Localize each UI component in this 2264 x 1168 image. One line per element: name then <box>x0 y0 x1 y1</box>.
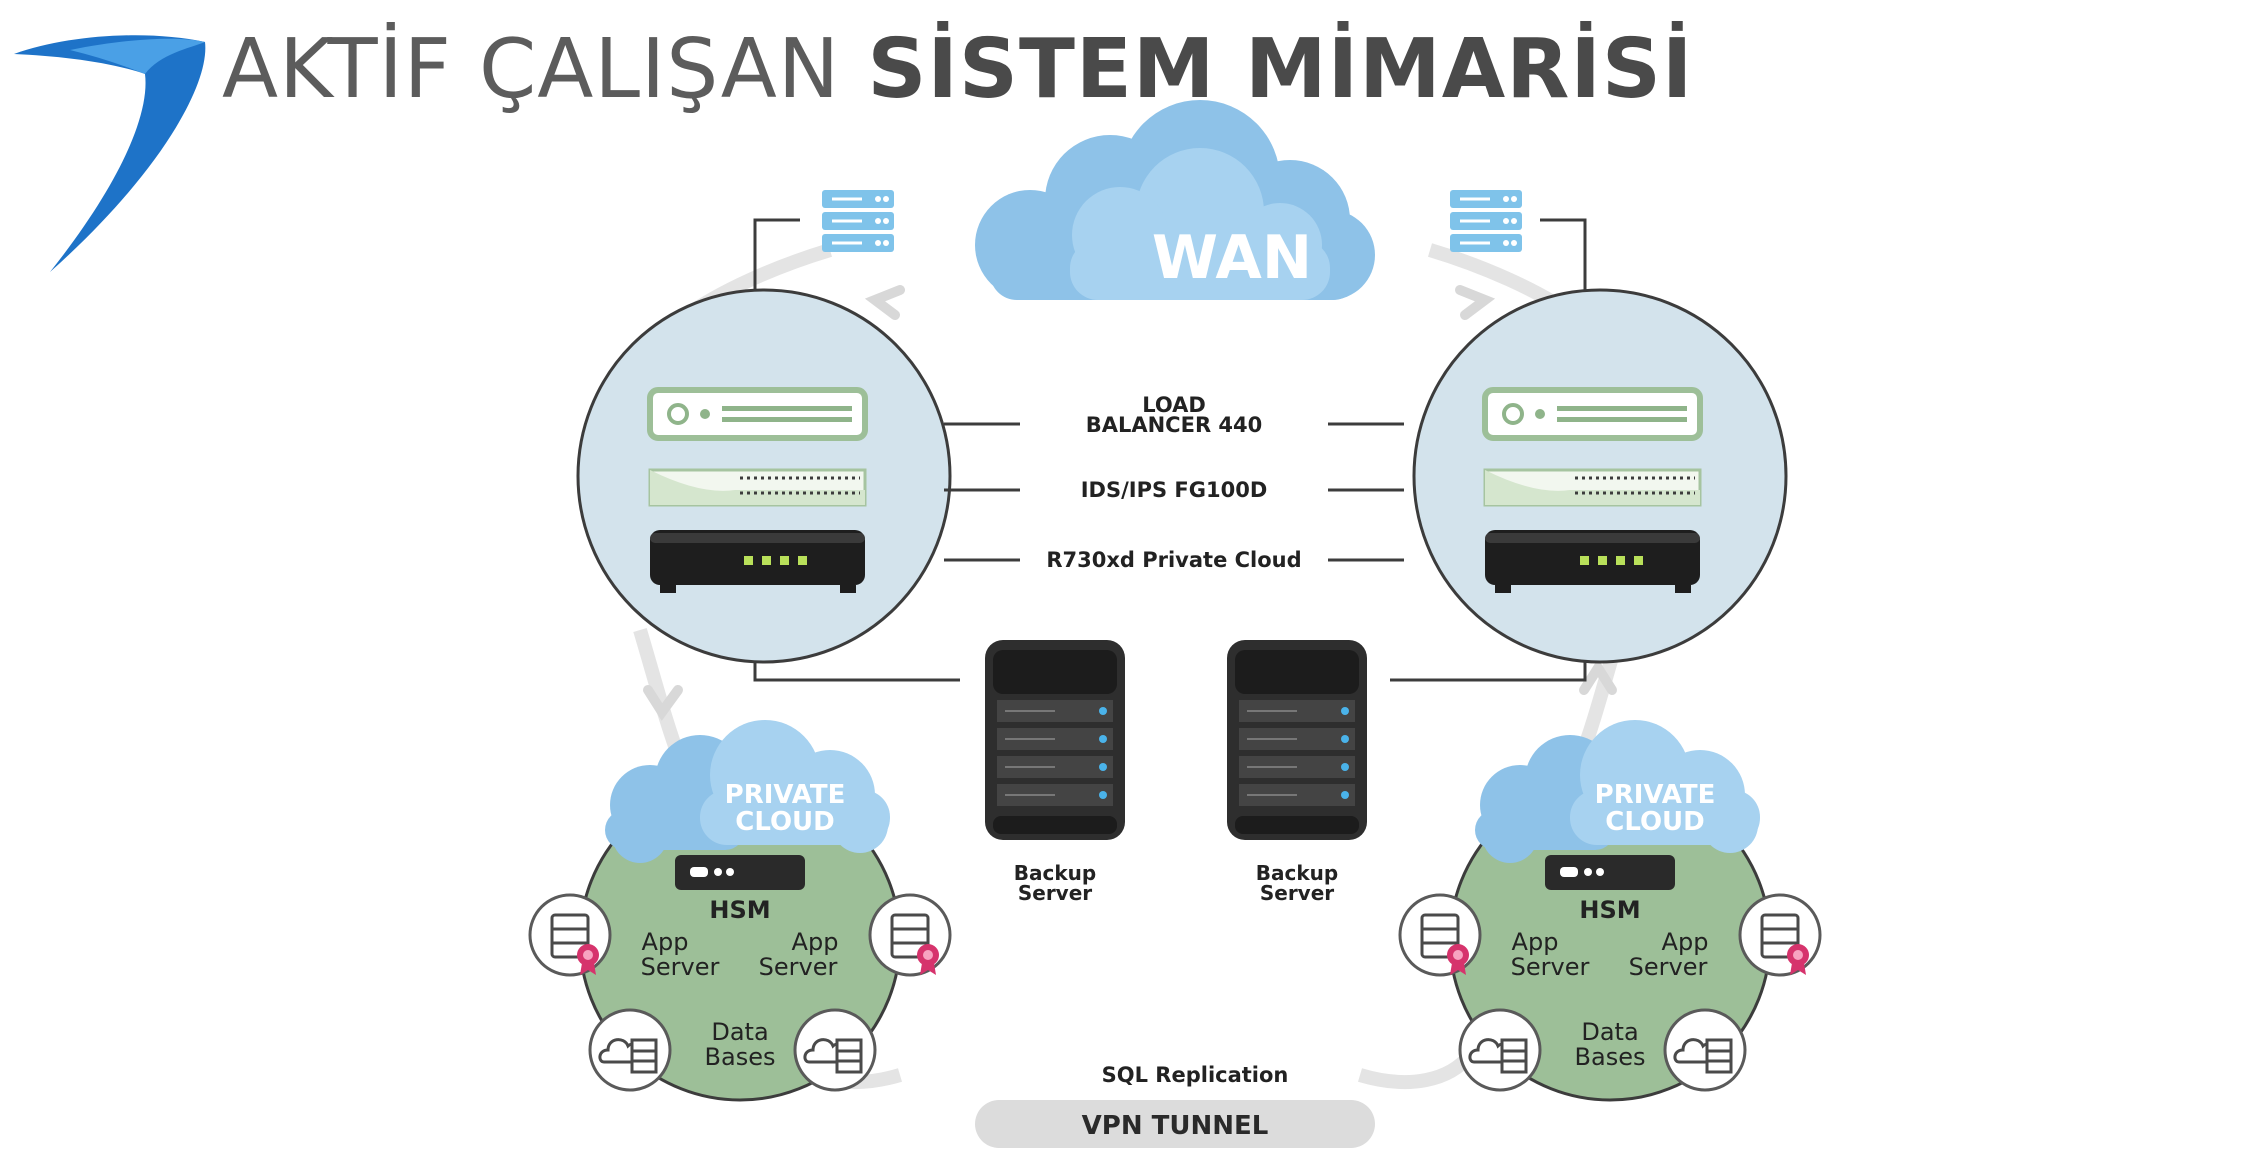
ids-ips-label: IDS/IPS FG100D <box>1081 478 1268 502</box>
backup-server-label-2: Server <box>1018 881 1092 905</box>
private-cloud-label-1: PRIVATE <box>725 780 846 810</box>
rack-unit-icon <box>1482 387 1703 441</box>
server-box-icon <box>650 530 865 593</box>
logo-swoosh-icon <box>14 35 206 272</box>
tower-server-icon <box>984 639 1126 841</box>
page-header: AKTİF ÇALIŞAN SİSTEM MİMARİSİ <box>0 0 2264 300</box>
database-stack-icon <box>820 188 896 254</box>
vpn-tunnel-label: VPN TUNNEL <box>1082 1111 1269 1141</box>
hsm-device-icon <box>675 855 805 890</box>
app-server-label-1: App <box>642 928 689 956</box>
app-server-icon <box>1738 893 1822 977</box>
cloud-database-icon <box>1458 1008 1542 1092</box>
backup-server-label-1: Backup <box>1256 861 1338 885</box>
app-server-label-1: App <box>792 928 839 956</box>
corner-connectors <box>753 218 1587 682</box>
app-server-label-2: Server <box>641 953 720 981</box>
app-server-icon <box>868 893 952 977</box>
hsm-label: HSM <box>709 896 770 924</box>
arrow-icon <box>643 285 1617 721</box>
sql-replication-label: SQL Replication <box>1102 1063 1289 1087</box>
firewall-icon <box>1483 468 1702 507</box>
private-cloud-cluster-left: PRIVATE CLOUD HSM App Server App Server … <box>528 720 952 1102</box>
app-server-label-2: Server <box>759 953 838 981</box>
load-balancer-label-2: BALANCER 440 <box>1086 413 1263 437</box>
title-regular: AKTİF ÇALIŞAN <box>222 22 841 117</box>
backup-server-label-1: Backup <box>1014 861 1096 885</box>
title-bold: SİSTEM MİMARİSİ <box>867 22 1694 117</box>
tower-server-icon <box>1226 639 1368 841</box>
private-cloud-label-1: PRIVATE <box>1595 780 1716 810</box>
right-hub <box>1412 288 1788 664</box>
wan-label: WAN <box>1152 223 1312 293</box>
private-cloud-label-2: CLOUD <box>1605 807 1705 837</box>
cloud-icon: PRIVATE CLOUD <box>605 720 890 863</box>
cloud-icon: PRIVATE CLOUD <box>1475 720 1760 863</box>
cloud-database-icon <box>588 1008 672 1092</box>
hub-label-lines <box>944 422 1404 562</box>
server-box-icon <box>1485 530 1700 593</box>
databases-label-2: Bases <box>705 1043 776 1071</box>
app-server-label-1: App <box>1662 928 1709 956</box>
hsm-label: HSM <box>1579 896 1640 924</box>
database-stack-icon <box>1448 188 1524 254</box>
private-cloud-label-2: CLOUD <box>735 807 835 837</box>
databases-label-2: Bases <box>1575 1043 1646 1071</box>
rack-unit-icon <box>647 387 868 441</box>
page-title: AKTİF ÇALIŞAN SİSTEM MİMARİSİ <box>222 22 1693 117</box>
left-hub <box>576 288 952 664</box>
firewall-icon <box>648 468 867 507</box>
app-server-icon <box>528 893 612 977</box>
backup-server-label-2: Server <box>1260 881 1334 905</box>
cloud-database-icon <box>793 1008 877 1092</box>
private-cloud-cluster-right: PRIVATE CLOUD HSM App Server App Server … <box>1398 720 1822 1102</box>
hsm-device-icon <box>1545 855 1675 890</box>
vpn-tunnel: VPN TUNNEL <box>975 1100 1375 1148</box>
app-server-label-1: App <box>1512 928 1559 956</box>
databases-label-1: Data <box>1581 1018 1638 1046</box>
wan-cloud: WAN <box>975 100 1375 300</box>
load-balancer-label-1: LOAD <box>1142 393 1206 417</box>
private-cloud-server-label: R730xd Private Cloud <box>1046 548 1301 572</box>
app-server-label-2: Server <box>1511 953 1590 981</box>
app-server-label-2: Server <box>1629 953 1708 981</box>
databases-label-1: Data <box>711 1018 768 1046</box>
app-server-icon <box>1398 893 1482 977</box>
cloud-database-icon <box>1663 1008 1747 1092</box>
